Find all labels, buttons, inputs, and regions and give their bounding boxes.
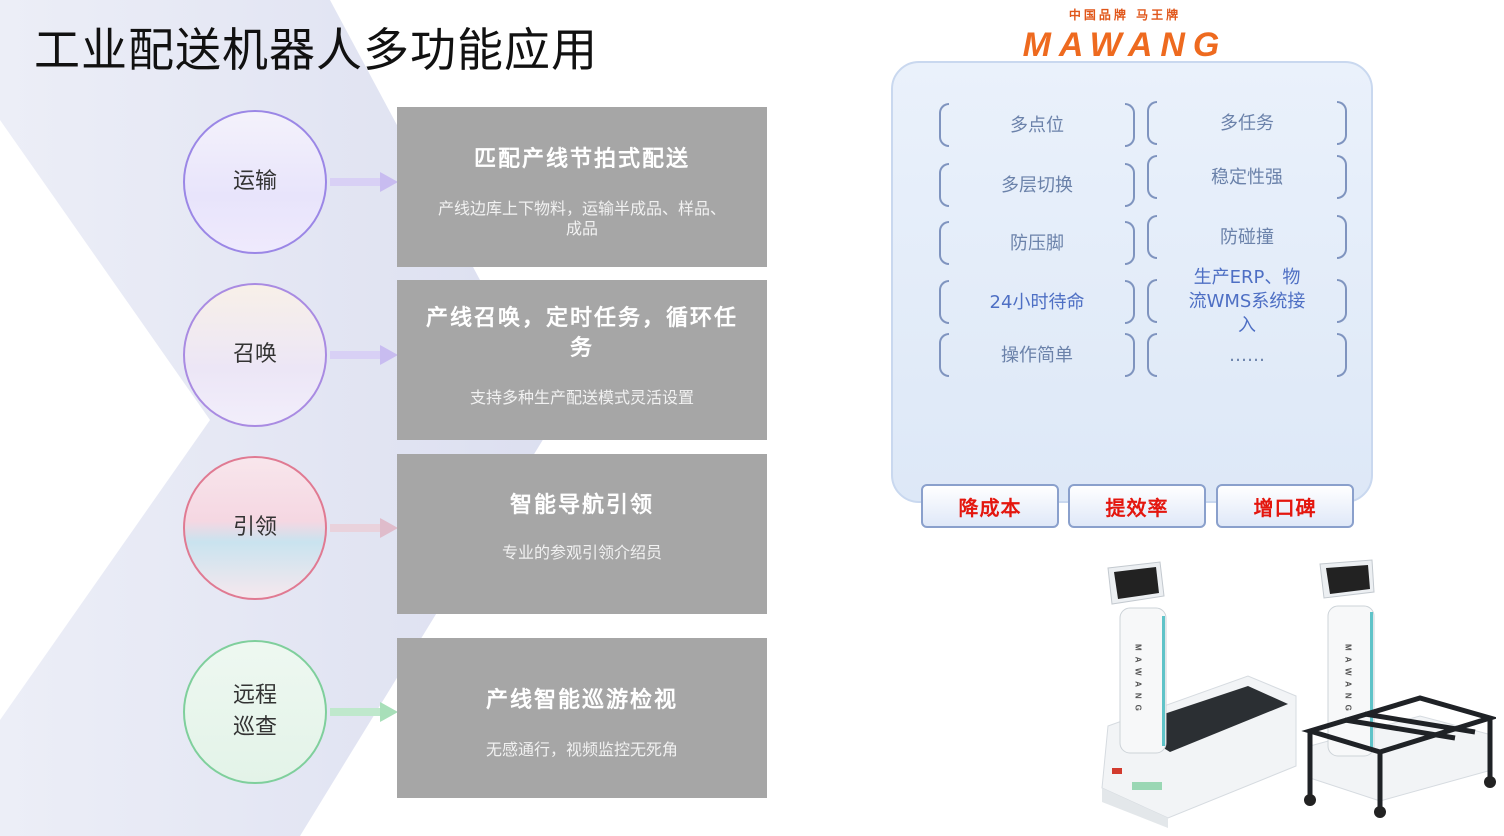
feature-panel: 多点位 多层切换 防压脚 24小时待命 操作简单 多任务 稳定性强 防碰撞 生产…	[891, 61, 1373, 528]
feature-item: 操作简单	[939, 333, 1135, 379]
feature-item: 24小时待命	[939, 280, 1135, 326]
card-heading: 匹配产线节拍式配送	[473, 147, 690, 172]
circle-guide: 引领	[183, 456, 327, 600]
feature-item: 多点位	[939, 103, 1135, 149]
feature-item: 多任务	[1147, 101, 1347, 147]
brand-logo: 中国品牌 马王牌 MAWANG	[1000, 6, 1250, 64]
card-description: 支持多种生产配送模式灵活设置	[469, 388, 694, 407]
benefit-reputation: 增口碑	[1216, 484, 1354, 528]
arrow-right-icon	[330, 518, 398, 538]
circle-transport: 运输	[183, 110, 327, 254]
application-card: 智能导航引领 专业的参观引领介绍员	[397, 454, 767, 614]
card-heading: 产线召唤，定时任务，循环任务	[425, 306, 738, 361]
circle-remote-patrol: 远程巡查	[183, 640, 327, 784]
application-card: 产线智能巡游检视 无感通行，视频监控无死角	[397, 638, 767, 798]
feature-item: 稳定性强	[1147, 155, 1347, 201]
brand-name: MAWANG	[1022, 26, 1228, 64]
page-title: 工业配送机器人多功能应用	[34, 23, 598, 77]
circle-summon: 召唤	[183, 283, 327, 427]
circle-label: 引领	[232, 515, 277, 540]
feature-item: ……	[1147, 333, 1347, 379]
delivery-robot-image: MAWANG	[1101, 561, 1297, 828]
delivery-robot-cart-image: MAWANG	[1301, 559, 1496, 818]
benefit-improve-efficiency: 提效率	[1068, 484, 1206, 528]
card-heading: 智能导航引领	[509, 493, 654, 518]
card-heading: 产线智能巡游检视	[485, 688, 678, 713]
robot-brand-text: MAWANG	[1134, 644, 1143, 717]
feature-item: 防压脚	[939, 221, 1135, 267]
circle-label: 召唤	[232, 342, 277, 367]
arrow-right-icon	[330, 172, 398, 192]
robot-brand-text: MAWANG	[1344, 644, 1353, 717]
feature-item: 生产ERP、物流WMS系统接入	[1147, 267, 1347, 336]
brand-subtitle: 中国品牌 马王牌	[1068, 8, 1182, 22]
card-description: 专业的参观引领介绍员	[501, 543, 662, 562]
arrow-right-icon	[330, 702, 398, 722]
feature-item: 多层切换	[939, 163, 1135, 209]
card-description: 无感通行，视频监控无死角	[485, 740, 678, 759]
circle-label: 运输	[232, 169, 277, 194]
feature-item: 防碰撞	[1147, 215, 1347, 261]
application-card: 产线召唤，定时任务，循环任务 支持多种生产配送模式灵活设置	[397, 280, 767, 440]
card-description: 产线边库上下物料，运输半成品、样品、成品	[437, 199, 726, 238]
benefit-reduce-cost: 降成本	[921, 484, 1059, 528]
application-card: 匹配产线节拍式配送 产线边库上下物料，运输半成品、样品、成品	[397, 107, 767, 267]
arrow-right-icon	[330, 345, 398, 365]
circle-label: 远程巡查	[232, 683, 277, 740]
